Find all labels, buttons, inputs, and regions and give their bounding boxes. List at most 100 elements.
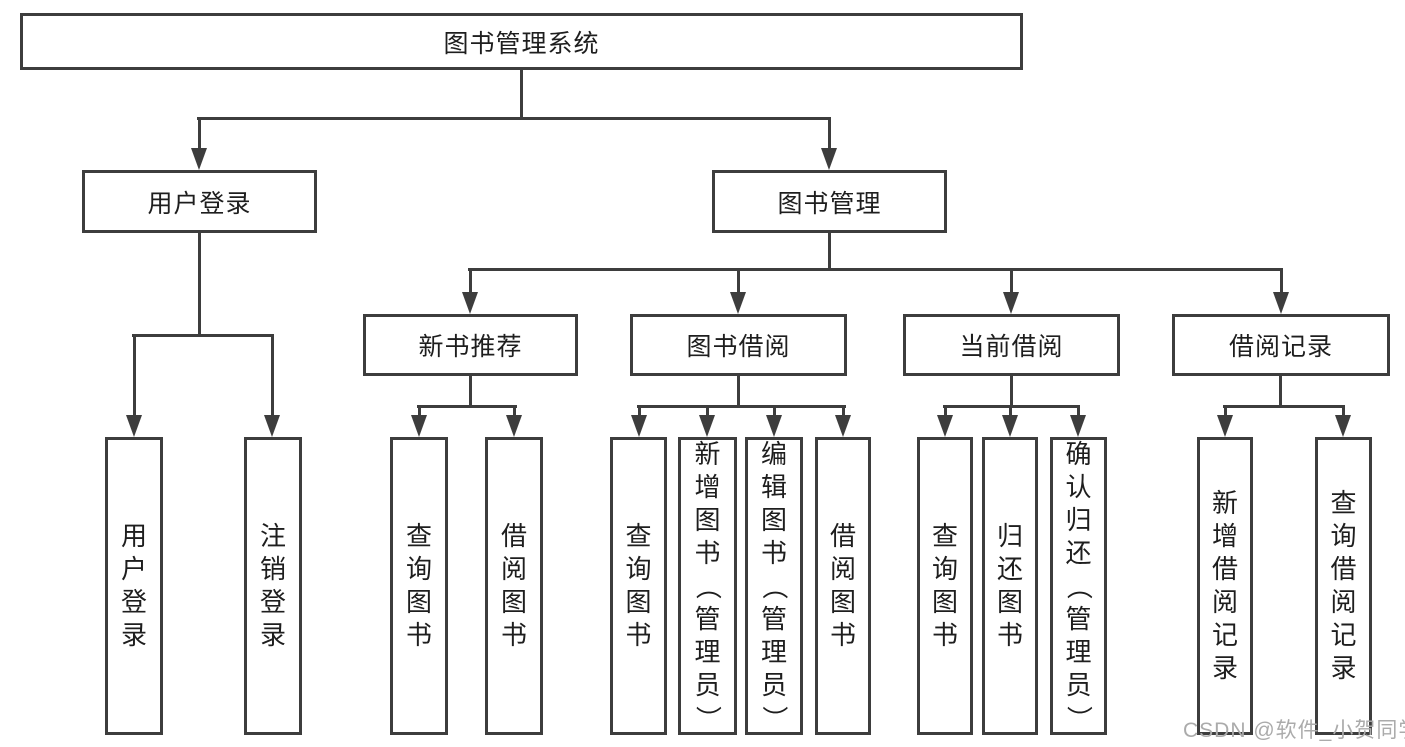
vertical-char: 录	[1330, 653, 1357, 683]
connector-line	[132, 334, 274, 337]
vertical-char: ）	[693, 704, 723, 731]
vertical-char: 辑	[760, 471, 787, 502]
connector-line	[737, 376, 740, 408]
node-leaf-return-book: 归还图书	[982, 437, 1038, 735]
arrowhead	[1273, 270, 1289, 314]
vertical-char: 销	[259, 554, 286, 584]
vertical-char: 书	[405, 620, 432, 650]
arrowhead	[1002, 406, 1018, 437]
node-leaf-add-borrow-record: 新增借阅记录	[1197, 437, 1253, 735]
connector-line	[1279, 376, 1282, 408]
vertical-char: 借	[1330, 554, 1357, 584]
vertical-char: 用	[120, 521, 147, 551]
arrowhead	[937, 406, 953, 437]
vertical-char: 员	[1065, 669, 1092, 700]
connector-line	[637, 405, 846, 408]
vertical-char: 书	[931, 620, 958, 650]
arrowhead	[730, 270, 746, 314]
connector-line	[1010, 376, 1013, 408]
vertical-char: 书	[500, 620, 527, 650]
arrowhead	[1003, 270, 1019, 314]
vertical-char: 还	[1065, 537, 1092, 568]
vertical-char: 书	[829, 620, 856, 650]
vertical-char: 图	[829, 587, 856, 617]
vertical-char: 借	[829, 521, 856, 551]
arrowhead	[506, 406, 522, 437]
vertical-char: 查	[625, 521, 652, 551]
node-leaf-query-books-recommend: 查询图书	[390, 437, 448, 735]
vertical-char: 归	[996, 521, 1023, 551]
vertical-char: 阅	[500, 554, 527, 584]
watermark: CSDN @软件_小贺同学	[1183, 719, 1405, 742]
vertical-char: 登	[120, 587, 147, 617]
vertical-char: 借	[1211, 554, 1238, 584]
vertical-char: 图	[500, 587, 527, 617]
vertical-char: 管	[760, 603, 787, 634]
vertical-char: 还	[996, 554, 1023, 584]
node-book-management-branch: 图书管理	[712, 170, 947, 233]
vertical-char: 登	[259, 587, 286, 617]
vertical-char: 管	[1065, 603, 1092, 634]
vertical-char: 增	[694, 471, 721, 502]
arrowhead	[1335, 406, 1351, 437]
arrowhead	[126, 335, 142, 437]
vertical-char: 归	[1065, 504, 1092, 535]
vertical-char: 增	[1211, 521, 1238, 551]
vertical-char: 询	[931, 554, 958, 584]
vertical-char: 理	[694, 636, 721, 667]
vertical-char: （	[693, 572, 723, 599]
connector-line	[417, 405, 517, 408]
node-leaf-borrow-books-recommend: 借阅图书	[485, 437, 543, 735]
arrowhead	[462, 270, 478, 314]
connector-line	[828, 233, 831, 271]
node-leaf-add-book-admin: 新增图书（管理员）	[678, 437, 737, 735]
node-leaf-borrow-books-borrowing: 借阅图书	[815, 437, 871, 735]
vertical-char: 新	[694, 438, 721, 469]
arrowhead	[264, 335, 280, 437]
connector-line	[469, 376, 472, 408]
vertical-char: （	[759, 572, 790, 599]
node-borrowing-records: 借阅记录	[1172, 314, 1390, 376]
node-user-login-branch: 用户登录	[82, 170, 317, 233]
node-current-borrowing: 当前借阅	[903, 314, 1120, 376]
vertical-char: 员	[760, 669, 787, 700]
vertical-char: 书	[694, 537, 721, 568]
vertical-char: 认	[1065, 471, 1092, 502]
arrowhead	[835, 406, 851, 437]
node-new-book-recommend: 新书推荐	[363, 314, 578, 376]
vertical-char: 理	[760, 636, 787, 667]
vertical-char: 查	[1330, 488, 1357, 518]
vertical-char: 查	[405, 521, 432, 551]
vertical-char: 编	[760, 438, 787, 469]
vertical-char: 阅	[829, 554, 856, 584]
arrowhead	[1070, 406, 1086, 437]
connector-line	[943, 405, 1080, 408]
vertical-char: 图	[405, 587, 432, 617]
arrowhead	[191, 118, 207, 170]
arrowhead	[766, 406, 782, 437]
vertical-char: 询	[405, 554, 432, 584]
vertical-char: 注	[259, 521, 286, 551]
vertical-char: 图	[931, 587, 958, 617]
vertical-char: 户	[120, 554, 147, 584]
vertical-char: 确	[1065, 438, 1092, 469]
node-root: 图书管理系统	[20, 13, 1023, 70]
node-leaf-logout: 注销登录	[244, 437, 302, 735]
vertical-char: 图	[996, 587, 1023, 617]
connector-line	[1223, 405, 1345, 408]
node-leaf-query-books-current: 查询图书	[917, 437, 973, 735]
vertical-char: 询	[625, 554, 652, 584]
node-leaf-edit-book-admin: 编辑图书（管理员）	[745, 437, 803, 735]
node-leaf-confirm-return-admin: 确认归还（管理员）	[1050, 437, 1107, 735]
vertical-char: 查	[931, 521, 958, 551]
vertical-char: 记	[1211, 620, 1238, 650]
vertical-char: 员	[694, 669, 721, 700]
connector-line	[520, 70, 523, 118]
arrowhead	[411, 406, 427, 437]
arrowhead	[699, 406, 715, 437]
node-leaf-query-books-borrowing: 查询图书	[610, 437, 667, 735]
vertical-char: 询	[1330, 521, 1357, 551]
vertical-char: 阅	[1330, 587, 1357, 617]
vertical-char: ）	[759, 704, 790, 731]
